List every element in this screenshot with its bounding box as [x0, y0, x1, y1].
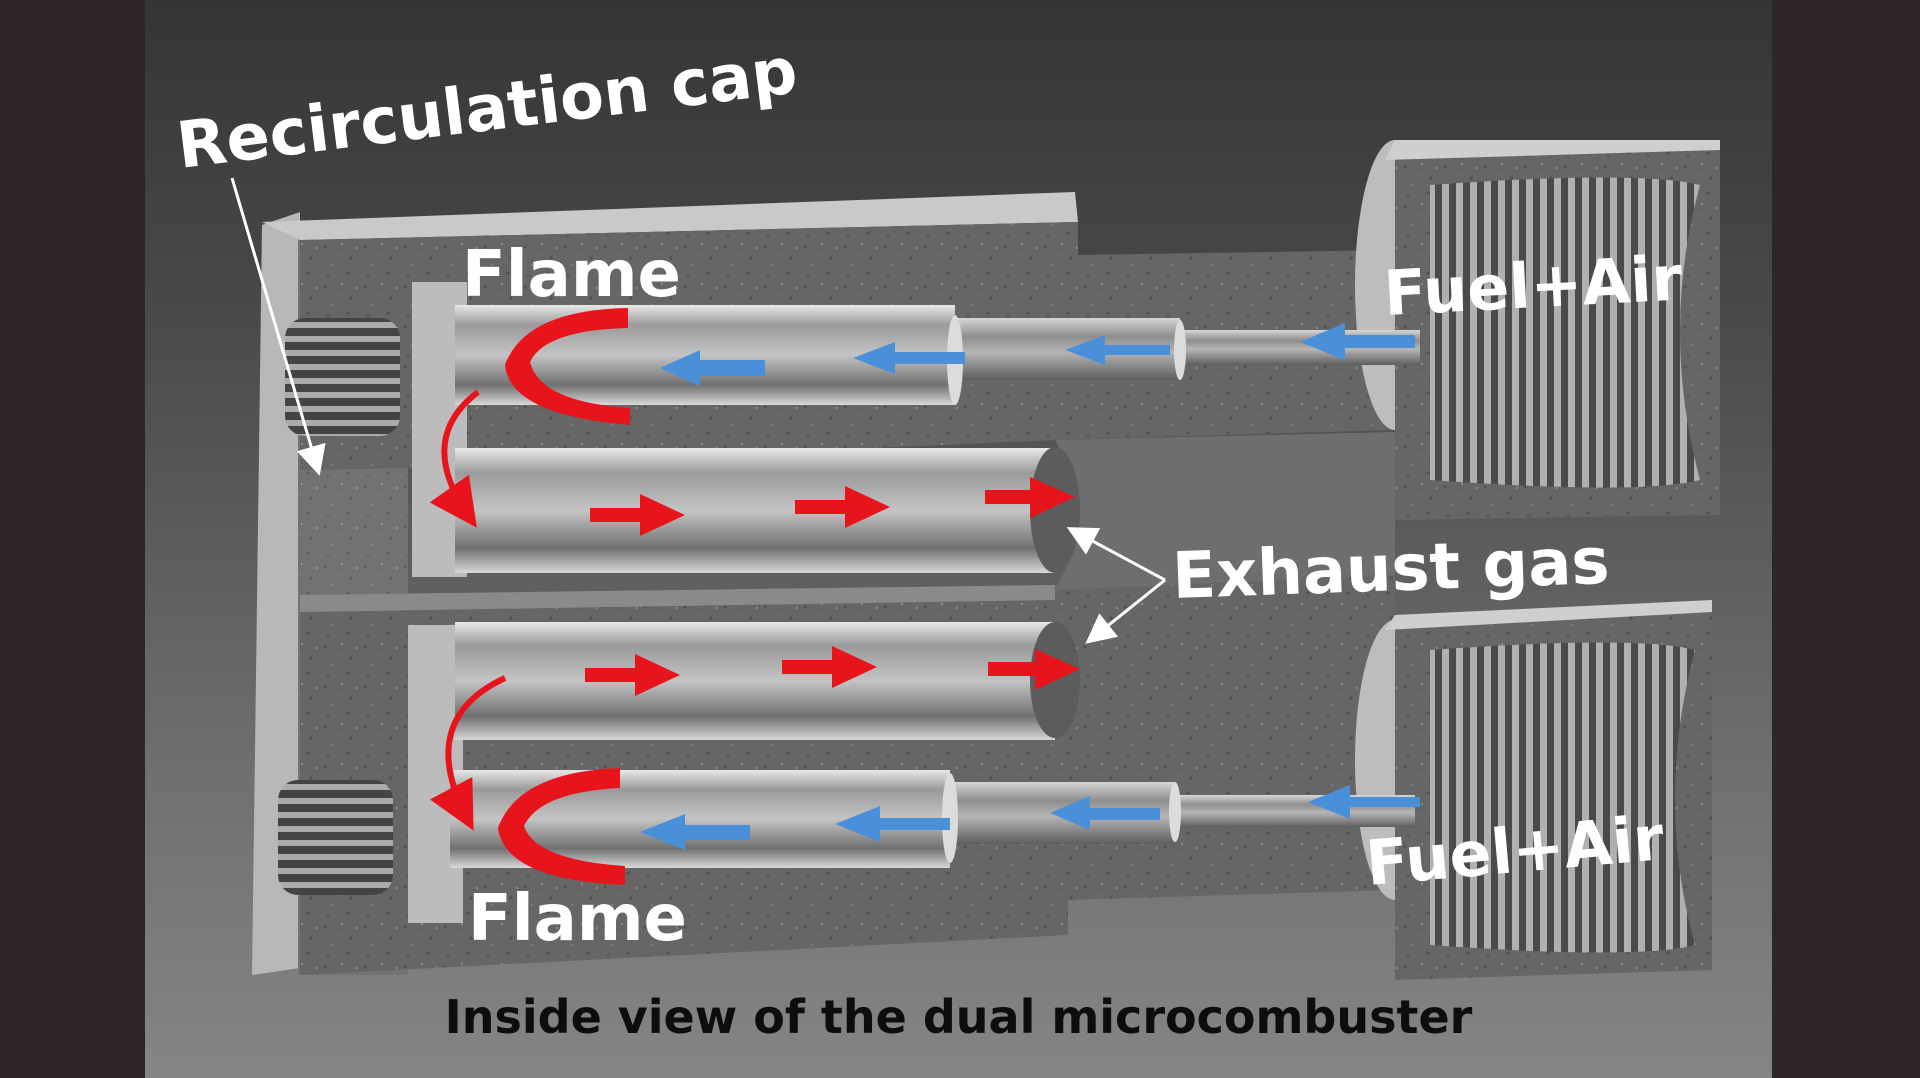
threaded-plug-bottom [278, 780, 393, 895]
recirculation-cap-pointer [230, 177, 326, 476]
outflow-arrow [795, 486, 890, 528]
outlet-tube-top [455, 447, 1080, 573]
outflow-arrows-top [590, 477, 1075, 536]
outlet-tube-bottom [455, 622, 1080, 740]
inflow-arrow [1050, 796, 1160, 830]
figure-caption: Inside view of the dual microcombuster [444, 990, 1473, 1044]
recirculation-cap-label: Recirculation cap [173, 34, 801, 183]
exhaust-gas-pointer-bottom [1085, 578, 1166, 644]
exhaust-gas-pointer-top [1066, 527, 1166, 582]
outflow-arrow [585, 654, 680, 696]
inflow-arrow [640, 814, 750, 850]
outflow-arrow [782, 646, 877, 688]
outflow-arrow [590, 494, 685, 536]
inflow-arrows-bottom [640, 785, 1420, 850]
outflow-arrows-bottom [585, 646, 1080, 696]
flame-top-shape [505, 308, 630, 425]
inflow-arrow [853, 342, 965, 374]
recirculation-arrow-bottom [429, 675, 507, 831]
right-frame-bar [1772, 0, 1920, 1078]
flame-bottom-label: Flame [468, 882, 687, 956]
exhaust-gas-label: Exhaust gas [1171, 525, 1611, 614]
flame-bottom-shape [498, 768, 625, 885]
flame-top-label: Flame [462, 238, 681, 312]
inflow-arrow [1065, 335, 1170, 365]
left-frame-bar [0, 0, 145, 1078]
inflow-arrow [1300, 323, 1415, 360]
inflow-arrows-top [660, 323, 1415, 386]
inflow-arrow [835, 806, 950, 842]
fitting-bottom [1355, 600, 1712, 980]
inflow-arrow [660, 350, 765, 386]
fuel-air-top-label: Fuel+Air [1382, 241, 1684, 330]
exhaust-cavity [1055, 432, 1395, 590]
outflow-arrow [988, 649, 1080, 690]
outflow-arrow [985, 477, 1075, 518]
recirculation-arrow-top [429, 389, 480, 528]
threaded-plug-top [285, 318, 400, 436]
fitting-top [1355, 140, 1720, 520]
inflow-arrow [1308, 785, 1420, 819]
